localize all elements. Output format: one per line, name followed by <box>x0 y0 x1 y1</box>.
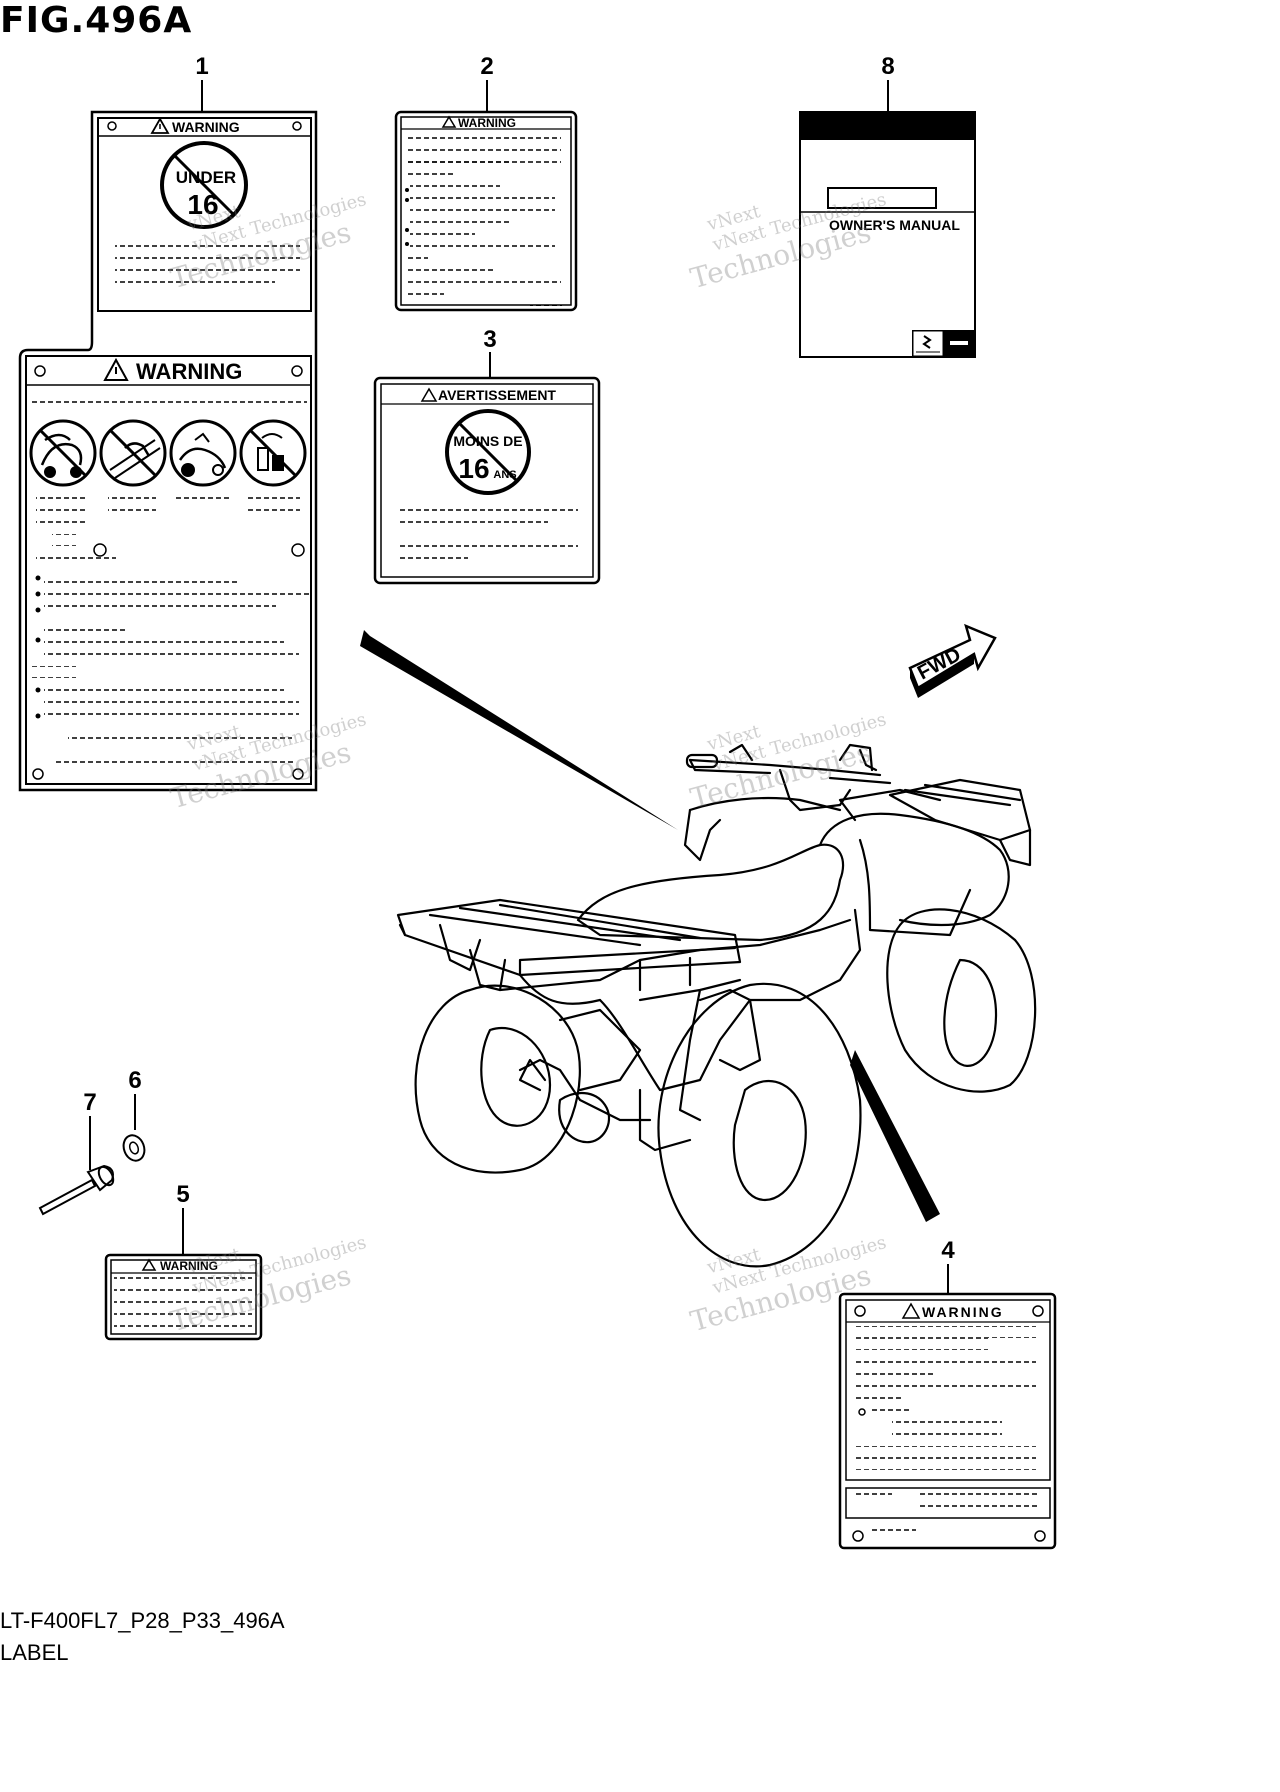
label-5-warning-title: WARNING <box>160 1259 218 1273</box>
callout-5: 5 <box>176 1181 189 1208</box>
callout-3: 3 <box>483 326 496 353</box>
callout-6: 6 <box>128 1067 141 1094</box>
label-3-moins-de-text: MOINS DE <box>453 433 522 449</box>
no-under-16-icon: MOINS DE 16 ANS <box>445 409 531 495</box>
callout-7: 7 <box>83 1089 96 1116</box>
label-4: WARNING <box>838 1292 1057 1550</box>
label-1: WARNING UNDER 16 WARNING <box>18 110 318 792</box>
label-3: AVERTISSEMENT MOINS DE 16 ANS <box>373 376 601 585</box>
label-2: WARNING <box>394 110 578 312</box>
label-1-under-text: UNDER <box>176 168 236 187</box>
label-8-owners-manual: OWNER'S MANUAL <box>799 111 976 358</box>
label-5: WARNING <box>104 1253 263 1341</box>
no-passenger-icon <box>29 419 97 487</box>
label-3-age-text: 16 <box>458 453 489 484</box>
label-2-warning-title: WARNING <box>458 116 516 130</box>
figure-name: LABEL <box>0 1640 69 1665</box>
figure-title: FIG.496A <box>0 0 193 41</box>
label-3-avertissement-title: AVERTISSEMENT <box>438 387 556 403</box>
label-1-warning-title: WARNING <box>172 119 240 135</box>
warning-triangle-icon <box>103 357 129 381</box>
warning-triangle-icon <box>141 1258 157 1271</box>
warning-triangle-icon <box>150 117 170 134</box>
warning-triangle-icon <box>441 115 457 128</box>
figure-code: LT-F400FL7_P28_P33_496A <box>0 1608 285 1633</box>
label-4-warning-title: WARNING <box>922 1304 1004 1320</box>
callout-8: 8 <box>881 53 894 80</box>
callout-2: 2 <box>480 53 493 80</box>
suzuki-logo-icon <box>912 330 944 357</box>
callout-1: 1 <box>195 53 208 80</box>
fwd-arrow-icon: FWD <box>908 623 997 698</box>
atv-illustration <box>396 743 1037 1268</box>
no-under-16-icon: UNDER 16 <box>160 141 248 229</box>
callout-4: 4 <box>941 1237 955 1264</box>
pointer-wedges <box>360 630 940 1222</box>
label-3-ans-text: ANS <box>493 469 516 481</box>
label-1-age-text: 16 <box>187 189 218 220</box>
warning-triangle-icon <box>420 387 438 402</box>
washer-part-6 <box>122 1134 146 1162</box>
no-paved-road-icon <box>99 419 167 487</box>
owners-manual-title: OWNER'S MANUAL <box>829 217 960 233</box>
callouts: 1 2 3 8 6 7 5 4 <box>83 53 955 1294</box>
no-jump-icon <box>169 419 237 487</box>
no-alcohol-icon <box>239 419 307 487</box>
label-1b-warning-title: WARNING <box>136 359 242 384</box>
warning-triangle-icon <box>901 1302 921 1319</box>
rivet-part-7 <box>38 1164 115 1216</box>
